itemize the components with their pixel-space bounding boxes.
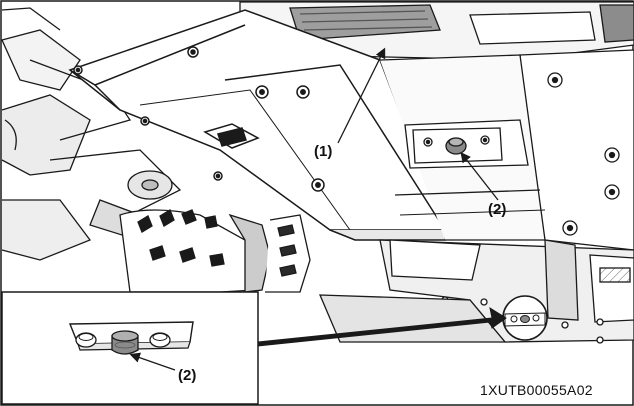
callout-part-2-inset: (2)	[178, 367, 197, 384]
callout-part-1: (1)	[314, 143, 333, 160]
inset-detail	[1, 291, 259, 405]
lower-frame	[319, 239, 634, 344]
inset-pointer-arrow	[257, 306, 507, 347]
leader-lines	[129, 47, 499, 371]
undercover-panel	[68, 9, 447, 241]
callout-part-2-main: (2)	[488, 201, 507, 218]
leader-part-2-inset	[129, 352, 176, 371]
detail-magnifier	[502, 295, 548, 341]
bracket-main	[412, 127, 503, 164]
tire	[119, 209, 311, 293]
leader-part-1	[337, 47, 386, 144]
figure-id: 1XUTB00055A02	[480, 382, 593, 398]
leader-part-2-main	[460, 151, 499, 201]
